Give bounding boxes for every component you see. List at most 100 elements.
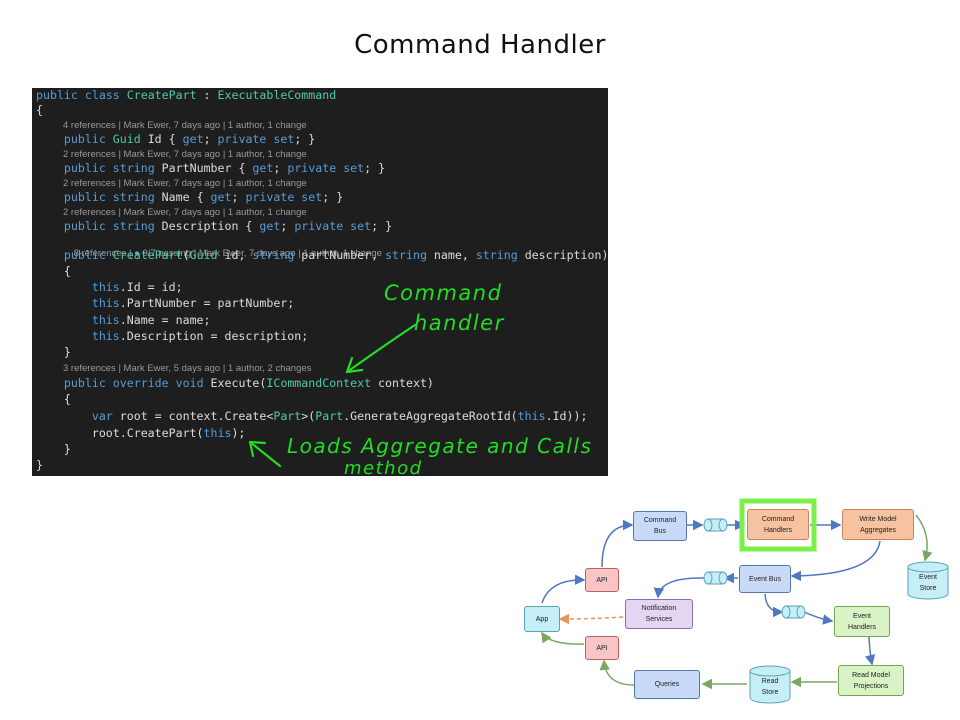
code-token: set [273,132,295,146]
code-token: public [63,190,113,204]
code-token: ; [231,190,246,204]
code-token [36,313,92,327]
code-token: this [91,296,120,310]
code-token: CreatePart [112,248,183,262]
code-token: ICommandContext [266,376,372,390]
code-line: this.PartNumber = partNumber; [36,296,294,310]
code-token: set [350,219,372,233]
codelens-partnumber[interactable]: 2 references | Mark Ewer, 7 days ago | 1… [63,149,307,160]
code-token: ; [203,132,218,146]
queries-node[interactable]: Queries [634,670,700,699]
code-token: get [259,219,281,233]
code-token: public [36,88,85,102]
code-token: string [252,248,295,262]
code-token [36,219,64,233]
code-token: { [36,103,43,117]
annotation-handler: handler [414,311,505,335]
code-token: >( [301,409,316,423]
code-line: this.Id = id; [36,280,183,294]
code-token: .Id)); [545,409,588,423]
code-token: public [63,376,113,390]
code-token: ; } [371,219,393,233]
highlight-frame [739,498,817,552]
code-token [36,409,92,423]
code-token: ; } [364,161,386,175]
code-token: private [287,161,344,175]
code-token: Part [273,409,302,423]
event-store-label: Event Store [919,574,937,592]
code-token: this [91,329,120,343]
code-token: var [91,409,113,423]
codelens-id[interactable]: 4 references | Mark Ewer, 7 days ago | 1… [63,120,307,131]
write-model-node[interactable]: Write Model Aggregates [842,509,914,540]
cqrs-diagram: Command Bus Command Handlers Write Model… [520,495,960,720]
code-token: public [63,248,113,262]
code-token: ); [231,426,246,440]
codelens-description[interactable]: 2 references | Mark Ewer, 7 days ago | 1… [63,207,307,218]
code-token: string [112,190,155,204]
code-line: var root = context.Create<Part>(Part.Gen… [36,409,588,423]
code-token: override [112,376,176,390]
code-line: root.CreatePart(this); [36,426,246,440]
command-bus-node[interactable]: Command Bus [633,511,687,541]
notification-services-node[interactable]: Notification Services [625,599,693,629]
codelens-execute[interactable]: 3 references | Mark Ewer, 5 days ago | 1… [63,363,312,374]
code-token: ; } [294,132,316,146]
read-store-cylinder [749,665,791,704]
code-line: public class CreatePart : ExecutableComm… [36,88,336,102]
codelens-ctor-rest: | Mark Ewer, 7 days ago | 1 author, 1 ch… [191,248,382,259]
code-token: root = context.Create< [112,409,274,423]
code-editor: public class CreatePart : ExecutableComm… [32,88,608,476]
code-token: : [196,88,218,102]
code-token: { [36,392,71,406]
code-token: private [245,190,302,204]
code-token: get [182,132,204,146]
code-token [36,161,64,175]
code-token: string [475,248,518,262]
code-token [36,296,92,310]
event-bus-node[interactable]: Event Bus [739,565,791,593]
command-handlers-node[interactable]: Command Handlers [747,509,809,540]
codelens-name[interactable]: 2 references | Mark Ewer, 7 days ago | 1… [63,178,307,189]
api-top-node[interactable]: API [585,568,619,592]
code-token: public [63,132,113,146]
code-token: .Description = description; [119,329,309,343]
code-token: id, [217,248,253,262]
code-token [36,280,92,294]
code-token: void [175,376,204,390]
code-line: { [36,392,71,406]
code-token: set [301,190,323,204]
edge-eventhandlers-to-readmodel [864,636,876,666]
code-line: } [36,458,43,472]
read-store-label: Read Store [761,678,779,696]
event-handlers-node[interactable]: Event Handlers [834,606,890,637]
code-line: this.Name = name; [36,313,211,327]
code-token: this [517,409,546,423]
code-line: { [36,103,43,117]
code-token: root.CreatePart( [36,426,204,440]
codelens-ctor[interactable]: 8 references | ● 0/7 passing | Mark Ewer… [63,236,382,272]
code-token [36,190,64,204]
code-token: private [294,219,351,233]
code-token: ; [273,161,288,175]
code-line: public string Name { get; private set; } [36,190,343,204]
code-token: } [36,345,71,359]
code-token: } [36,458,43,472]
code-token: .Id = id; [119,280,183,294]
code-token: .GenerateAggregateRootId( [343,409,518,423]
codelens-ctor-refs: 8 references | [73,248,135,259]
code-token: ExecutableCommand [217,88,337,102]
app-node[interactable]: App [524,606,560,632]
api-bottom-node[interactable]: API [585,636,619,660]
code-token [36,248,64,262]
edge-writemodel-to-eventbus [790,540,881,582]
code-token: public [63,219,113,233]
code-token: public [63,161,113,175]
code-token: { [36,264,71,278]
code-token: set [343,161,365,175]
code-token [36,376,64,390]
code-token [36,132,64,146]
edge-app-to-api [541,574,586,604]
code-token: context) [371,376,434,390]
read-model-node[interactable]: Read Model Projections [838,665,904,696]
